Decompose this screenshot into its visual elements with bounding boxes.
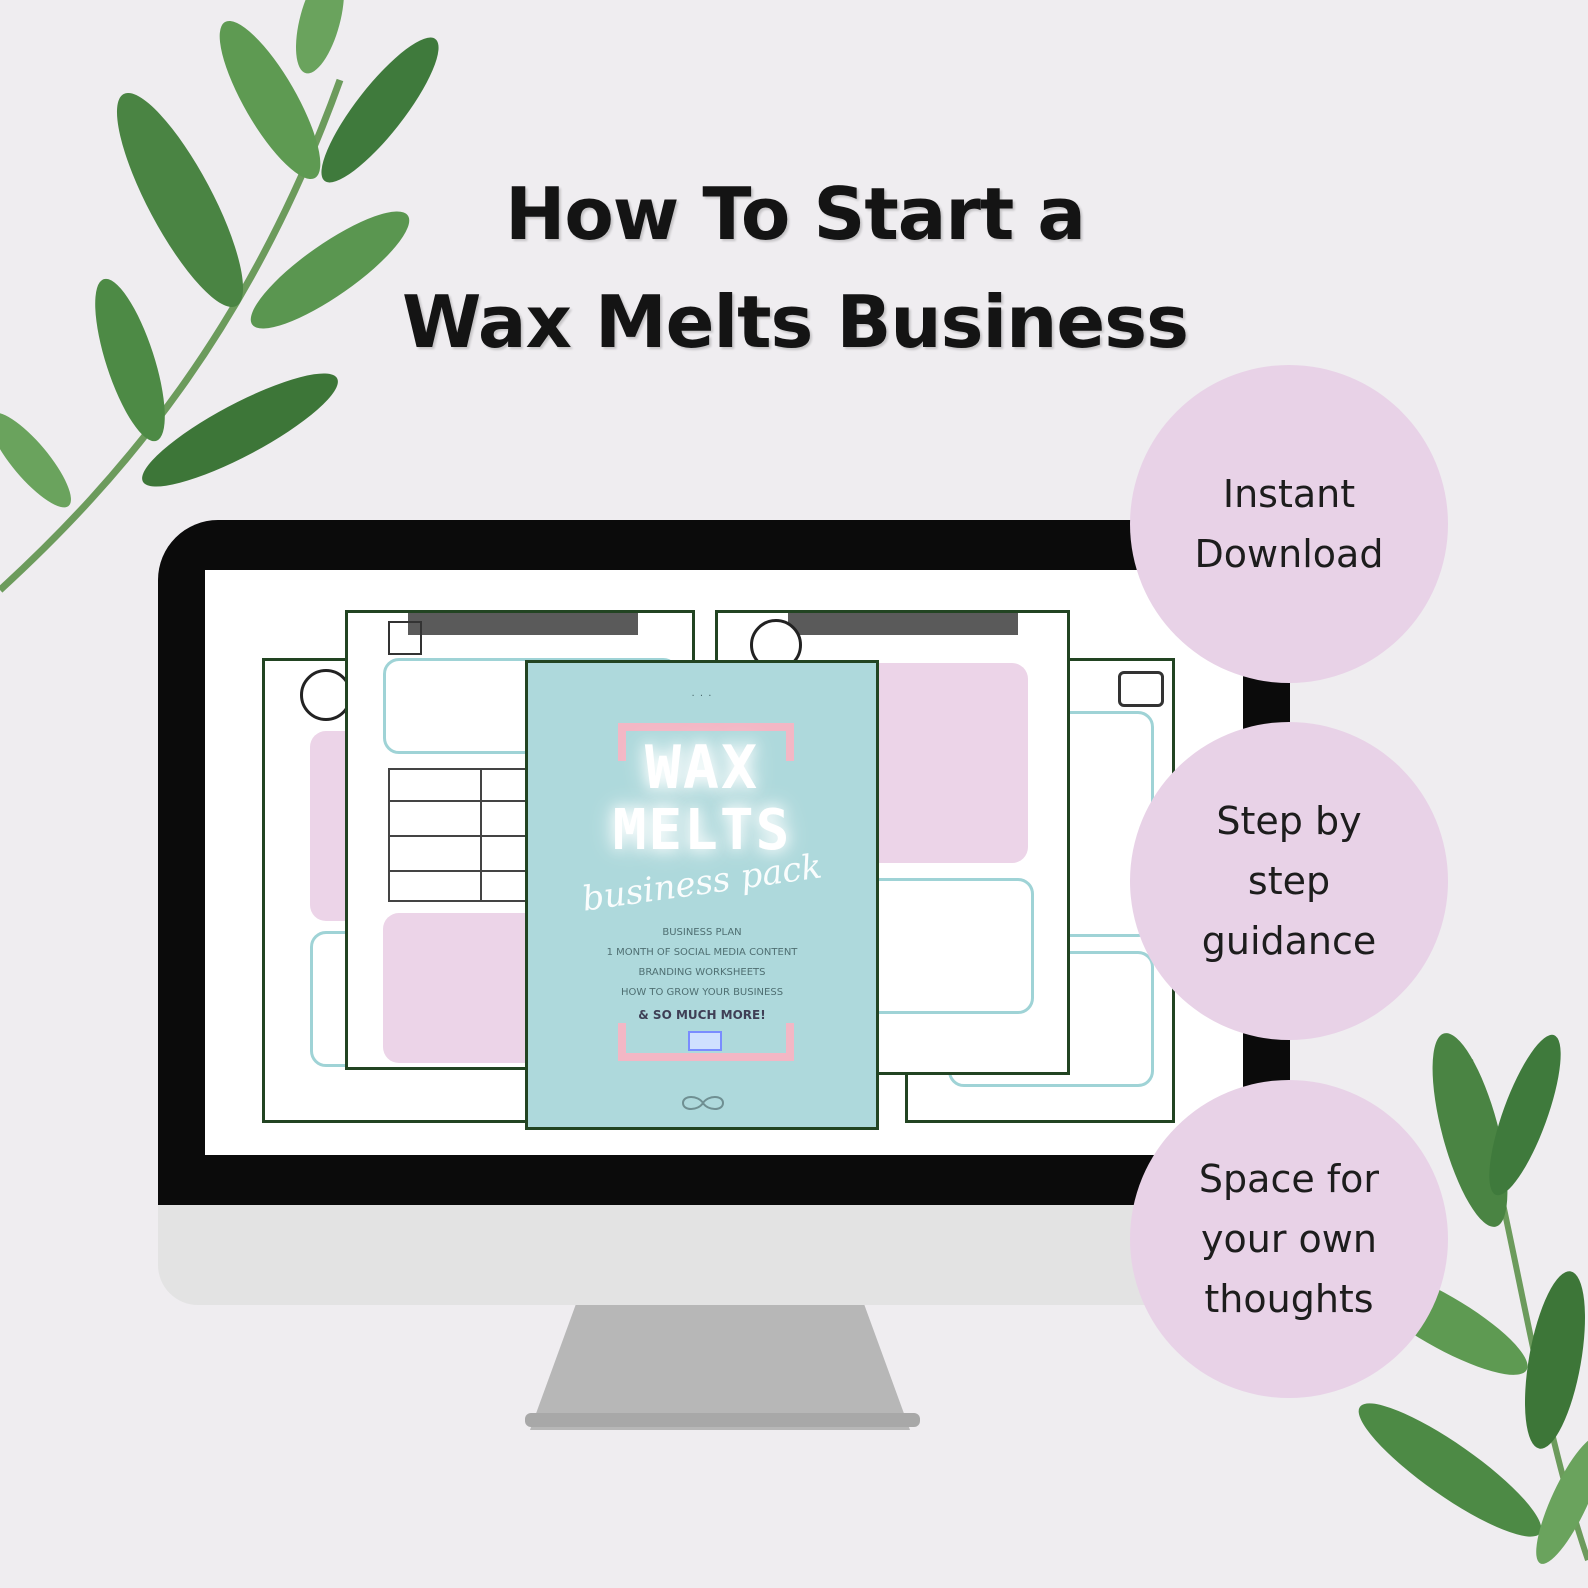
notes-panel xyxy=(858,878,1034,1014)
cover-title-melts: MELTS xyxy=(612,798,792,863)
cover-contents-item: HOW TO GROW YOUR BUSINESS xyxy=(620,987,784,998)
monitor-stand-base xyxy=(525,1413,920,1427)
title-line-1: How To Start a xyxy=(505,172,1086,256)
badge-step-by-step: Step by step guidance xyxy=(1130,722,1448,1040)
monitor-chin xyxy=(158,1205,1290,1305)
cover-contents-item: BUSINESS PLAN xyxy=(662,927,742,938)
cover-kicker: · · · xyxy=(691,691,713,702)
badge-label: Instant Download xyxy=(1194,472,1384,576)
business-pack-cover: · · · WAX MELTS business pack BUSINESS P… xyxy=(525,660,879,1130)
checklist-icon xyxy=(1118,671,1164,707)
infinity-logo-icon xyxy=(681,1096,725,1110)
badge-label: Space for your own thoughts xyxy=(1198,1157,1380,1321)
page-title: How To Start a Wax Melts Business xyxy=(300,160,1290,376)
badge-instant-download: Instant Download xyxy=(1130,365,1448,683)
todo-panel xyxy=(858,663,1028,863)
page-header-ribbon xyxy=(408,613,638,635)
cover-contents-item: 1 MONTH OF SOCIAL MEDIA CONTENT xyxy=(606,947,798,958)
cover-frame-bottom xyxy=(618,1023,794,1061)
cover-frame-top xyxy=(618,723,794,761)
price-tag xyxy=(688,1031,722,1051)
badge-label: Step by step guidance xyxy=(1201,799,1377,963)
page-header-ribbon xyxy=(788,613,1018,635)
title-line-2: Wax Melts Business xyxy=(402,280,1189,364)
cover-more-text: & SO MUCH MORE! xyxy=(638,1008,766,1022)
checklist-icon xyxy=(388,621,422,655)
cover-contents-list: BUSINESS PLAN 1 MONTH OF SOCIAL MEDIA CO… xyxy=(528,923,876,1003)
cover-contents-item: BRANDING WORKSHEETS xyxy=(638,967,766,978)
monitor-stand xyxy=(530,1305,910,1430)
cover-title-wax: WAX xyxy=(644,733,760,803)
badge-space-thoughts: Space for your own thoughts xyxy=(1130,1080,1448,1398)
